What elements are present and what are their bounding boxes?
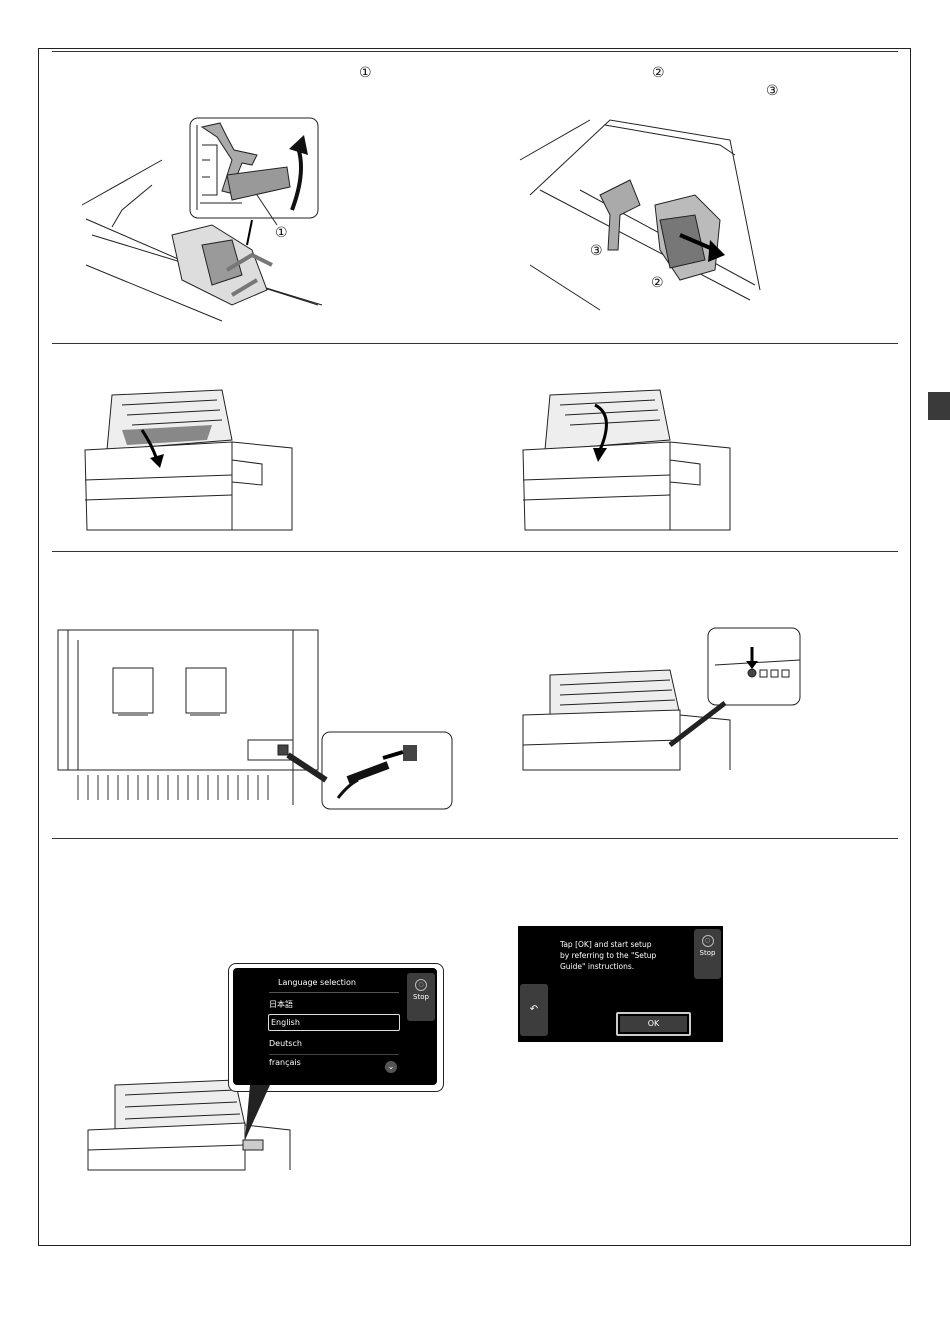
- section-divider-3: [52, 551, 898, 552]
- step-marker-3: ③: [766, 84, 779, 98]
- setup-message: Tap [OK] and start setup by referring to…: [560, 939, 656, 972]
- illustration-carriage-slide: [520, 110, 765, 310]
- illustration-power-cable: [58, 630, 458, 810]
- stop-button[interactable]: ○ Stop: [694, 929, 721, 979]
- back-arrow-icon[interactable]: ↶: [520, 984, 548, 1036]
- language-option-francais[interactable]: français: [269, 1058, 301, 1067]
- list-divider: [269, 1054, 399, 1055]
- language-selection-screen: Language selection 日本語 English Deutsch f…: [233, 968, 437, 1085]
- title-divider: [269, 992, 399, 993]
- language-option-english-label: English: [271, 1018, 300, 1027]
- ok-label: OK: [620, 1016, 687, 1032]
- language-option-english[interactable]: English: [268, 1014, 400, 1031]
- setup-guide-screen: Tap [OK] and start setup by referring to…: [518, 926, 723, 1042]
- illustration-close-cover-2: [520, 390, 735, 535]
- setup-message-line-2: by referring to the "Setup: [560, 950, 656, 961]
- illustration-power-button: [520, 625, 805, 775]
- stop-icon: ○: [415, 979, 427, 991]
- stop-label: Stop: [700, 949, 716, 957]
- language-option-deutsch[interactable]: Deutsch: [269, 1039, 302, 1048]
- fig1-callout: ①: [275, 226, 288, 240]
- callout-pointer: [240, 1085, 290, 1145]
- stop-icon: ○: [702, 935, 714, 947]
- illustration-lock-lever: [82, 115, 322, 330]
- fig2-callout-3: ③: [590, 244, 603, 258]
- section-divider-2: [52, 343, 898, 344]
- stop-label: Stop: [413, 993, 429, 1001]
- language-option-japanese[interactable]: 日本語: [269, 999, 293, 1010]
- section-divider-4: [52, 838, 898, 839]
- ok-button[interactable]: OK: [616, 1012, 691, 1036]
- stop-button[interactable]: ○ Stop: [407, 973, 435, 1021]
- step-marker-2: ②: [652, 66, 665, 80]
- language-screen-title: Language selection: [233, 978, 401, 987]
- side-tab-marker: [928, 392, 950, 420]
- setup-message-line-3: Guide" instructions.: [560, 961, 656, 972]
- setup-message-line-1: Tap [OK] and start setup: [560, 939, 656, 950]
- illustration-close-cover-1: [82, 390, 297, 535]
- step-marker-1: ①: [359, 66, 372, 80]
- fig2-callout-2: ②: [651, 276, 664, 290]
- chevron-down-icon[interactable]: ⌄: [385, 1061, 397, 1073]
- section-divider-1: [52, 51, 898, 52]
